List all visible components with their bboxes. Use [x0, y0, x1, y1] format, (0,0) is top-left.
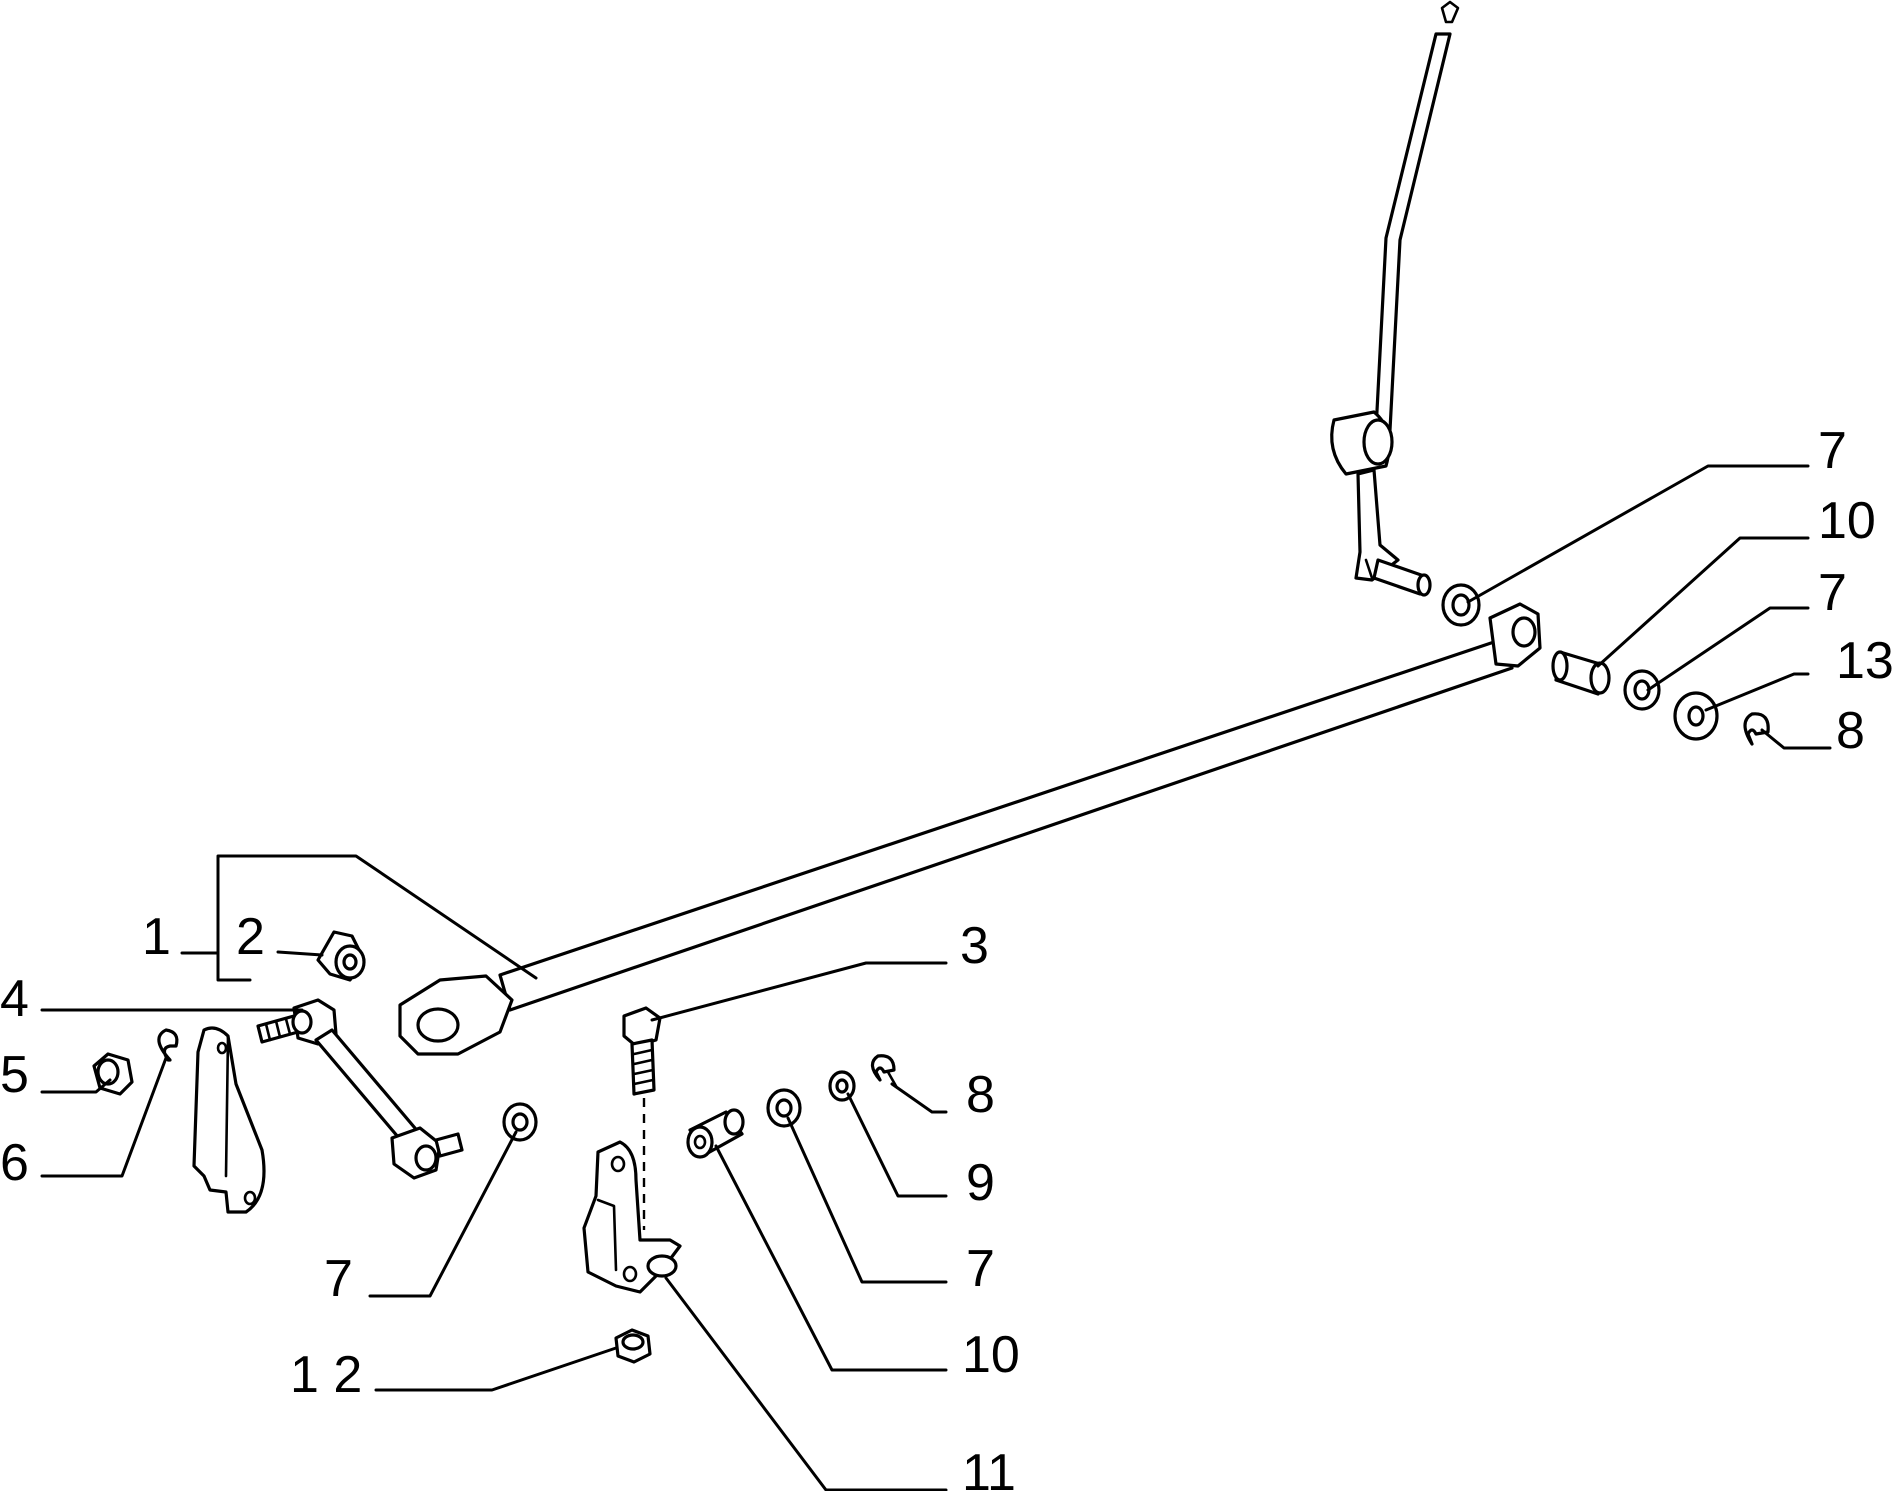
leader-7a — [1466, 464, 1810, 604]
leader-7c — [368, 1130, 518, 1298]
leader-1-bracket — [216, 854, 538, 982]
callout-8-lower: 8 — [966, 1066, 995, 1124]
leader-10b — [714, 1144, 948, 1372]
leader-6 — [40, 1056, 168, 1178]
leader-3 — [650, 961, 948, 1022]
leader-8a — [1760, 728, 1832, 750]
leader-8b — [890, 1082, 948, 1114]
leader-7d — [786, 1116, 948, 1284]
callout-9: 9 — [966, 1154, 995, 1212]
washer-7-upper — [1441, 583, 1481, 627]
washer-13 — [1673, 691, 1719, 741]
washer-7-lower-left — [502, 1102, 538, 1142]
leader-9 — [846, 1092, 948, 1198]
washer-7-lower — [766, 1088, 802, 1128]
leader-10a — [1596, 536, 1810, 668]
clip-8-lower — [870, 1054, 898, 1088]
link-rod-4 — [256, 998, 464, 1180]
callout-2: 2 — [236, 908, 265, 966]
nut-12 — [614, 1328, 652, 1364]
callout-labels: 1 2 3 4 5 6 7 7 7 7 8 8 9 10 10 11 1 2 1… — [0, 422, 1894, 1491]
callout-13: 13 — [1836, 632, 1894, 690]
bushing-2 — [316, 930, 366, 982]
callout-4: 4 — [0, 970, 29, 1028]
gearshift-connecting-rod — [398, 602, 1542, 1056]
callout-10-lower: 10 — [962, 1326, 1020, 1384]
leader-13 — [1704, 672, 1810, 712]
leader-11 — [664, 1276, 948, 1491]
lock-washer-6 — [157, 1028, 179, 1062]
leader-5 — [40, 1078, 112, 1094]
bushing-10-lower — [686, 1108, 745, 1159]
callout-7-right: 7 — [1818, 564, 1847, 622]
callout-1: 1 — [142, 908, 171, 966]
leader-7b — [1646, 606, 1810, 692]
washer-7-right — [1623, 669, 1661, 711]
gear-shift-lever — [1330, 0, 1460, 597]
leader-lines — [40, 464, 1832, 1491]
selector-lever-11 — [582, 1140, 682, 1294]
callout-7-center: 7 — [966, 1240, 995, 1298]
callout-7-left: 7 — [324, 1250, 353, 1308]
callout-8-upper: 8 — [1836, 702, 1865, 760]
callout-5: 5 — [0, 1046, 29, 1104]
callout-10-upper: 10 — [1818, 492, 1876, 550]
leader-12 — [374, 1346, 618, 1392]
mounting-bracket — [192, 1026, 266, 1214]
callout-6: 6 — [0, 1134, 29, 1192]
callout-11: 11 — [962, 1444, 1016, 1491]
leader-2 — [276, 950, 324, 957]
bushing-10-upper — [1551, 650, 1611, 696]
callout-12: 1 2 — [290, 1346, 362, 1404]
clip-8-upper — [1743, 712, 1770, 746]
bolt-3 — [622, 1006, 662, 1096]
callout-3: 3 — [960, 917, 989, 975]
callout-7-upper: 7 — [1818, 422, 1847, 480]
